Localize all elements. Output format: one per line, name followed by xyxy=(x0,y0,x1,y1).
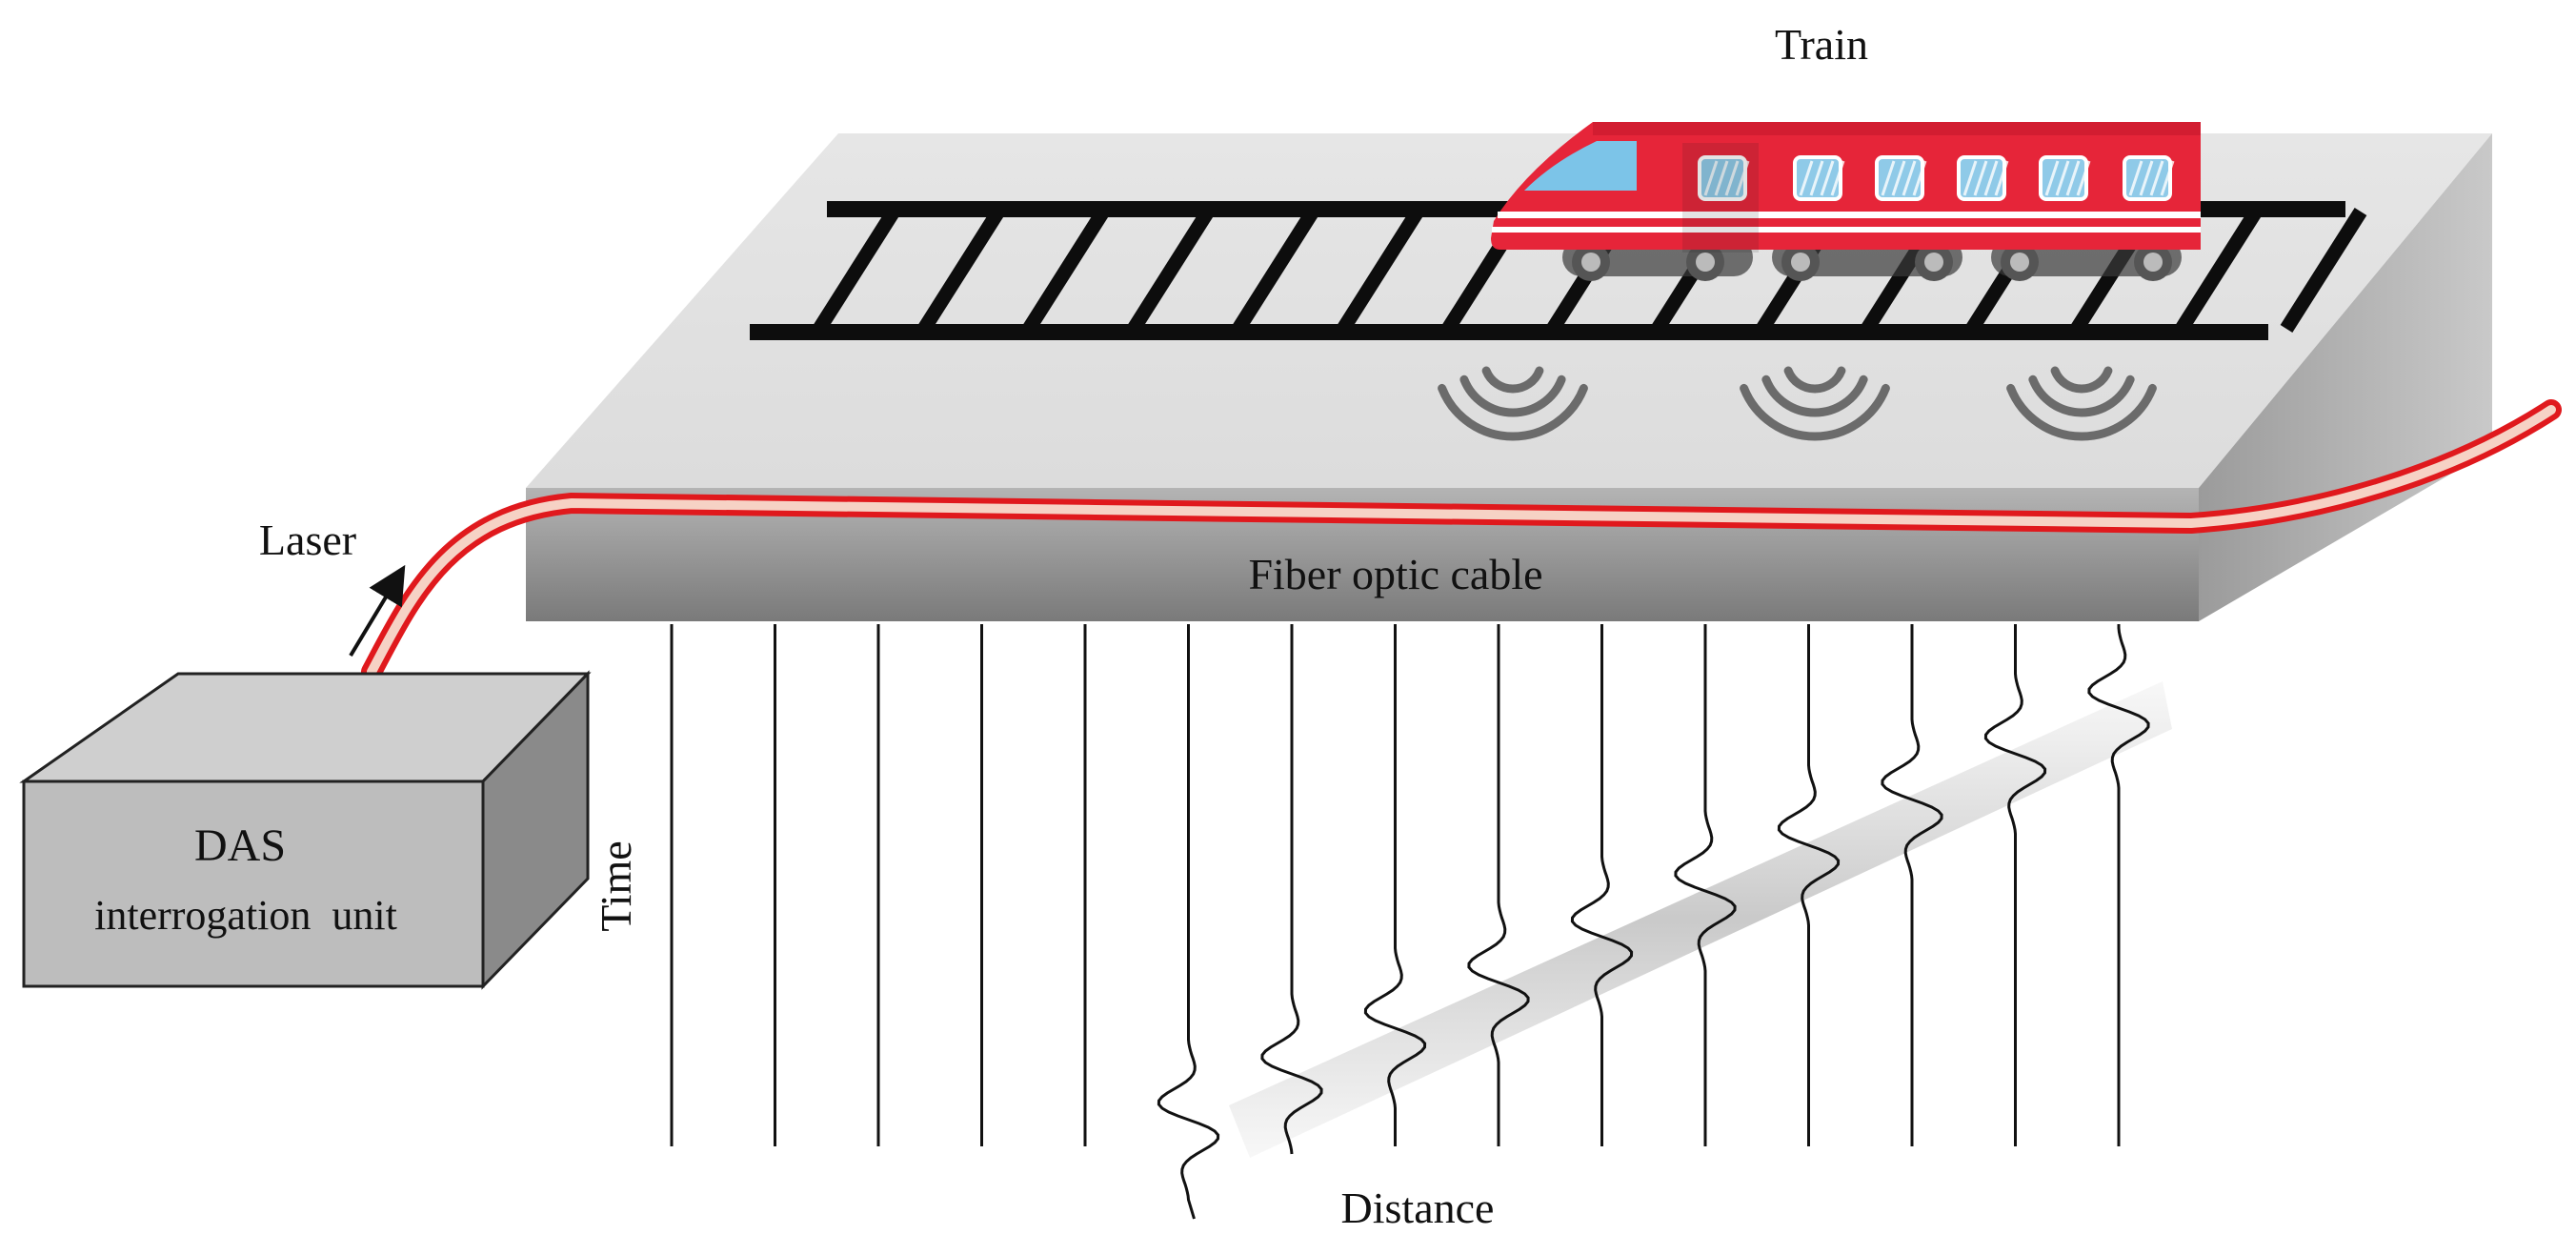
train-window-hatch xyxy=(1703,160,1719,196)
vibration-wave-arc xyxy=(1459,374,1566,417)
vibration-wave-arc xyxy=(2028,374,2135,417)
train-window-hatch xyxy=(2128,160,2143,196)
distance-axis-label: Distance xyxy=(1341,1184,1495,1232)
train-window-hatch xyxy=(2160,160,2175,196)
track-sleeper xyxy=(2175,207,2263,334)
train-window-hatch xyxy=(1881,160,1896,196)
train-window-hatch xyxy=(2149,160,2164,196)
train-door xyxy=(1682,143,1759,253)
train-label: Train xyxy=(1775,20,1868,69)
vibration-wave-arc xyxy=(1438,383,1588,441)
vibration-wave-arc xyxy=(2050,366,2113,394)
track-sleeper xyxy=(1337,207,1424,334)
train-window-hatch xyxy=(1820,160,1835,196)
train-window-hatch xyxy=(1912,160,1927,196)
das-trace xyxy=(1881,624,1943,1146)
das-interrogation-unit: DAS interrogation unit xyxy=(19,670,592,990)
track-sleeper xyxy=(1127,207,1215,334)
train-window-hatch xyxy=(1830,160,1845,196)
train-window-hatch xyxy=(2044,160,2060,196)
train-window-hatch xyxy=(1983,160,1999,196)
train-window-hatch xyxy=(1735,160,1750,196)
wave-arrival-band xyxy=(1229,681,2172,1158)
train-window-hatch xyxy=(1994,160,2009,196)
vibration-wave-arc xyxy=(1783,366,1846,394)
das-trace xyxy=(1260,624,1323,1155)
train-window-hatch xyxy=(2076,160,2091,196)
track-sleeper xyxy=(1232,207,1319,334)
das-trace xyxy=(1363,624,1427,1146)
das-trace xyxy=(1983,624,2047,1146)
train-window-hatch xyxy=(2065,160,2081,196)
das-trace xyxy=(1674,624,1737,1146)
time-axis-label: Time xyxy=(592,840,640,931)
vibration-wave-arc xyxy=(1740,383,1890,441)
das-trace xyxy=(1157,624,1220,1220)
train-window-hatch xyxy=(1724,160,1740,196)
das-trace xyxy=(1467,624,1530,1146)
train-window-hatch xyxy=(1902,160,1917,196)
train-window-hatch xyxy=(2139,160,2154,196)
das-box-front xyxy=(22,779,485,988)
train-window-hatch xyxy=(2055,160,2070,196)
vibration-wave-arc xyxy=(1481,366,1544,394)
train xyxy=(1491,122,2201,281)
das-trace xyxy=(2087,624,2150,1146)
train-windows xyxy=(1698,155,2175,201)
train-window-hatch xyxy=(1809,160,1824,196)
das-trace xyxy=(1570,624,1634,1146)
train-window-hatch xyxy=(1891,160,1906,196)
das-traces xyxy=(670,624,2150,1220)
train-roof xyxy=(1593,122,2201,135)
das-label-line1: DAS xyxy=(194,820,286,871)
vibration-waves xyxy=(1438,366,2157,441)
fiber-cable-label: Fiber optic cable xyxy=(1248,550,1542,598)
track-sleeper xyxy=(2280,207,2367,334)
fiber-optic-cable-line xyxy=(361,399,2562,682)
train-windshield xyxy=(1524,141,1637,191)
train-window-hatch xyxy=(1973,160,1988,196)
rail-bottom xyxy=(750,324,2268,340)
vibration-wave-arc xyxy=(1761,374,1868,417)
train-stripe xyxy=(1498,212,2201,218)
platform-side xyxy=(2199,133,2492,621)
vibration-wave-arc xyxy=(2006,383,2157,441)
train-window-hatch xyxy=(1714,160,1729,196)
laser-label: Laser xyxy=(259,516,356,564)
track-sleeper xyxy=(917,207,1005,334)
das-label-line2: interrogation unit xyxy=(94,892,397,939)
train-window-hatch xyxy=(1962,160,1978,196)
laser-arrow-icon xyxy=(349,564,406,658)
train-window-hatch xyxy=(1799,160,1814,196)
track-sleeper xyxy=(1022,207,1110,334)
track-sleeper xyxy=(813,207,900,334)
train-stripe-2 xyxy=(1492,227,2201,233)
das-trace xyxy=(1777,624,1841,1146)
